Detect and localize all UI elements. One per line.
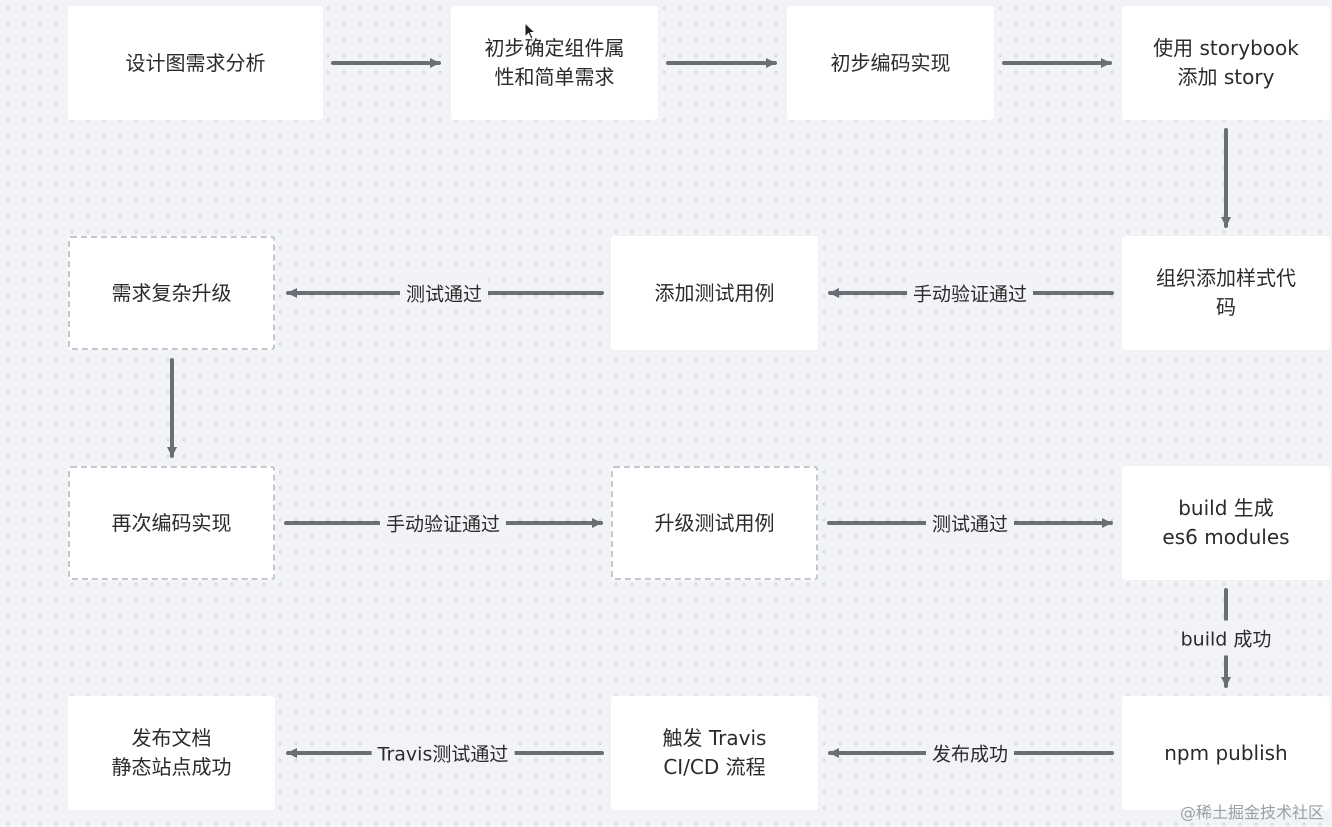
mouse-cursor-icon bbox=[524, 22, 537, 40]
node-storybook: 使用 storybook 添加 story bbox=[1122, 6, 1330, 120]
edge-label-tests-passed: 测试通过 bbox=[925, 509, 1015, 537]
node-npm-publish: npm publish bbox=[1122, 696, 1330, 810]
node-requirement-upgrade: 需求复杂升级 bbox=[68, 236, 275, 350]
edge-label-travis-passed: Travis测试通过 bbox=[371, 739, 515, 767]
node-recoding: 再次编码实现 bbox=[68, 466, 275, 580]
node-initial-coding: 初步编码实现 bbox=[787, 6, 994, 120]
node-travis-ci: 触发 Travis CI/CD 流程 bbox=[611, 696, 818, 810]
node-design-analysis: 设计图需求分析 bbox=[68, 6, 323, 120]
node-add-styles: 组织添加样式代 码 bbox=[1122, 236, 1330, 350]
edge-label-publish-success: 发布成功 bbox=[925, 739, 1015, 767]
edge-label-manual-verify: 手动验证通过 bbox=[906, 279, 1034, 307]
edge-label-tests-passed: 测试通过 bbox=[399, 279, 489, 307]
node-add-tests: 添加测试用例 bbox=[611, 236, 818, 350]
watermark: @稀土掘金技术社区 bbox=[1179, 803, 1324, 822]
edge-label-build-success: build 成功 bbox=[1178, 620, 1274, 656]
node-publish-docs: 发布文档 静态站点成功 bbox=[68, 696, 275, 810]
node-initial-props: 初步确定组件属 性和简单需求 bbox=[451, 6, 658, 120]
edge-label-manual-verify: 手动验证通过 bbox=[379, 509, 507, 537]
node-upgrade-tests: 升级测试用例 bbox=[611, 466, 818, 580]
node-build-modules: build 生成 es6 modules bbox=[1122, 466, 1330, 580]
